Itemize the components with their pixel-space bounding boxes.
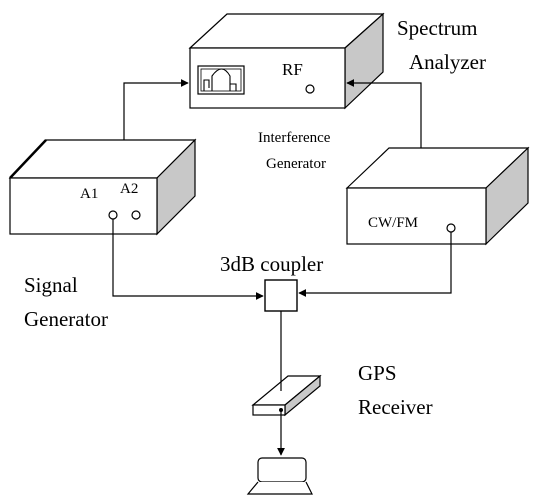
signal-generator-to-analyzer-line	[123, 79, 189, 140]
analyzer-screen-icon	[197, 65, 245, 95]
rf-port-label: RF	[282, 60, 303, 79]
spectrum-analyzer-label-line2: Analyzer	[409, 50, 486, 74]
gps-receiver-box	[251, 374, 322, 417]
interference-generator-label-line1: Interference	[258, 130, 331, 146]
interference-to-analyzer-line	[346, 79, 422, 148]
gps-receiver-label-line1: GPS	[358, 361, 397, 385]
cw-fm-port-connector	[446, 223, 456, 233]
spectrum-analyzer-label-line1: Spectrum	[397, 16, 477, 40]
signal-generator-box	[8, 138, 197, 236]
signal-generator-to-coupler-line	[112, 219, 264, 300]
cw-fm-port-label: CW/FM	[368, 215, 418, 231]
signal-generator-label-line1: Signal	[24, 273, 78, 297]
port-a2-connector	[131, 210, 141, 220]
port-a2-label: A2	[120, 181, 138, 197]
port-a1-connector	[108, 210, 118, 220]
interference-generator-box	[345, 146, 530, 246]
rf-port-connector	[305, 84, 315, 94]
spectrum-analyzer-box	[188, 12, 385, 110]
interference-generator-label-line2: Generator	[266, 156, 326, 172]
gps-receiver-label-line2: Receiver	[358, 395, 433, 419]
port-a1-label: A1	[80, 186, 98, 202]
coupler-box	[264, 279, 298, 312]
signal-generator-label-line2: Generator	[24, 307, 108, 331]
coupler-label: 3dB coupler	[220, 252, 323, 276]
interference-to-coupler-line	[298, 232, 452, 297]
laptop-icon	[246, 457, 313, 495]
